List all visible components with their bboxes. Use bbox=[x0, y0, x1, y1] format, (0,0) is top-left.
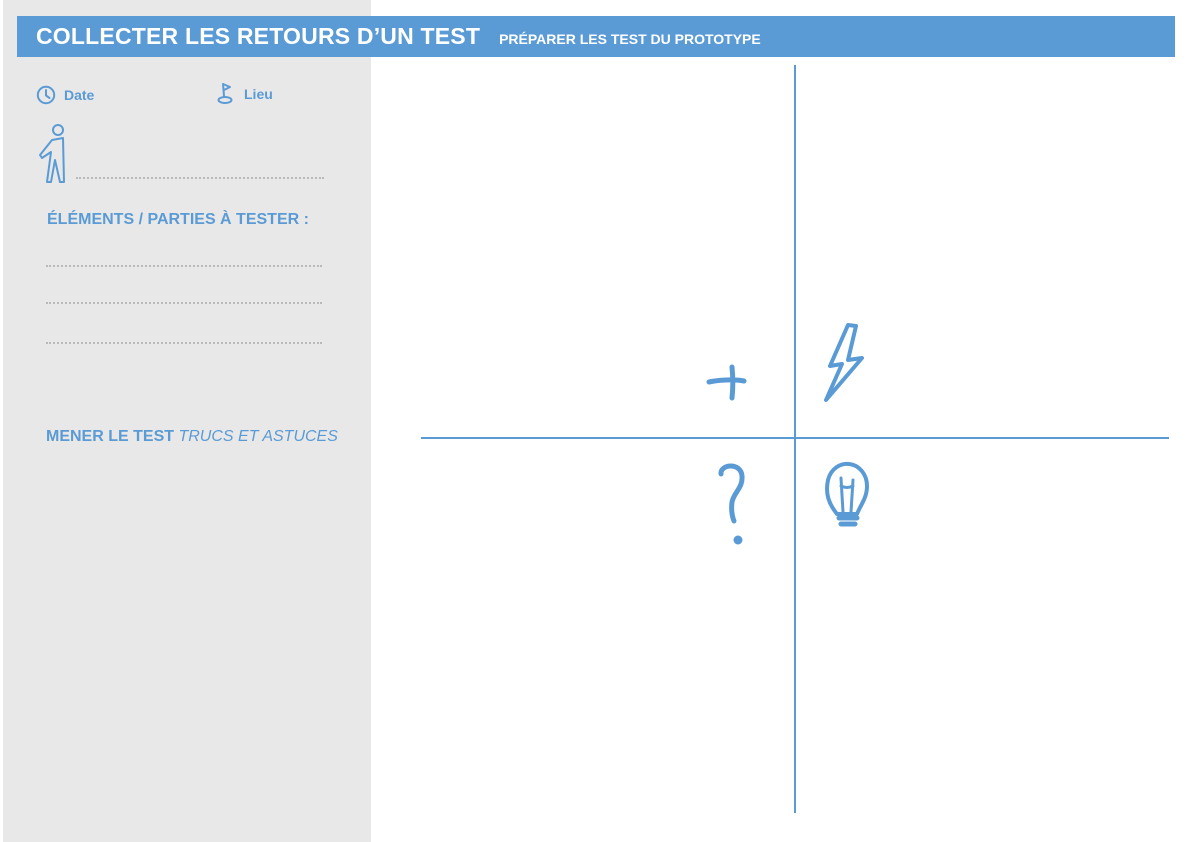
tips-italic: TRUCS ET ASTUCES bbox=[178, 428, 338, 445]
plus-icon bbox=[706, 364, 747, 401]
location-pin-icon bbox=[217, 83, 233, 104]
elements-line-3[interactable] bbox=[46, 342, 322, 344]
tester-name-line[interactable] bbox=[76, 177, 324, 179]
grid-horizontal-axis bbox=[421, 437, 1169, 439]
place-label: Lieu bbox=[244, 86, 273, 102]
elements-title: ÉLÉMENTS / PARTIES À TESTER : bbox=[47, 211, 309, 228]
sidebar-panel bbox=[3, 0, 371, 842]
lightning-icon bbox=[824, 323, 864, 402]
place-field[interactable]: Lieu bbox=[216, 82, 273, 106]
person-icon bbox=[39, 124, 65, 183]
question-mark-icon bbox=[718, 463, 745, 545]
page-subtitle: PRÉPARER LES TEST DU PROTOTYPE bbox=[499, 31, 761, 47]
elements-line-2[interactable] bbox=[46, 302, 322, 304]
lightbulb-icon bbox=[825, 461, 869, 527]
page-title: COLLECTER LES RETOURS D’UN TEST bbox=[36, 23, 481, 49]
tips-heading: MENER LE TEST TRUCS ET ASTUCES bbox=[46, 428, 338, 446]
date-field[interactable]: Date bbox=[36, 85, 94, 105]
clock-icon bbox=[36, 85, 56, 105]
tips-bold: MENER LE TEST bbox=[46, 428, 175, 445]
date-label: Date bbox=[64, 87, 95, 103]
elements-line-1[interactable] bbox=[46, 265, 322, 267]
grid-vertical-axis bbox=[794, 65, 796, 813]
header-bar: COLLECTER LES RETOURS D’UN TEST PRÉPARER… bbox=[17, 16, 1175, 57]
